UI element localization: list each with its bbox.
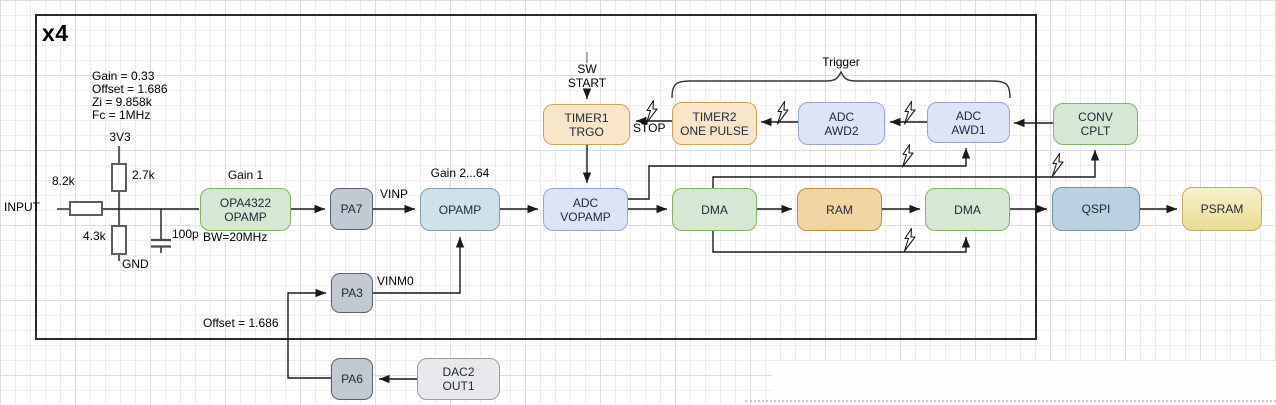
block-label: ADC <box>955 108 982 123</box>
rail-3v3-label: 3V3 <box>109 130 131 144</box>
block-label: QSPI <box>1081 202 1111 216</box>
block-adc-awd2[interactable]: ADC AWD2 <box>798 102 885 145</box>
lightning-icon <box>903 228 916 252</box>
block-timer1-trgo[interactable]: TIMER1 TRGO <box>543 104 630 145</box>
gain2-label: Gain 2...64 <box>430 166 490 180</box>
spec-fc: Fc = 1MHz <box>92 108 151 122</box>
spec-offset: Offset = 1.686 <box>92 82 168 96</box>
block-label: AWD2 <box>824 123 859 138</box>
module-multiplier-label: x4 <box>42 20 69 46</box>
block-pa6[interactable]: PA6 <box>331 358 373 400</box>
resistor-symbols <box>69 163 127 255</box>
start-label: START <box>567 76 607 90</box>
input-label: INPUT <box>4 200 40 214</box>
sw-start-label: SW START <box>557 62 617 90</box>
block-opamp[interactable]: OPAMP <box>420 188 500 231</box>
block-label: VOPAMP <box>560 209 611 224</box>
block-label: PSRAM <box>1200 202 1244 216</box>
vinp-label: VINP <box>380 187 409 201</box>
block-ram[interactable]: RAM <box>797 188 882 231</box>
dac-offset-label: Offset = 1.686 <box>203 316 279 330</box>
block-label: TIMER2 <box>692 109 737 124</box>
block-psram[interactable]: PSRAM <box>1182 187 1262 231</box>
block-label: CONV <box>1078 110 1113 124</box>
sw-label: SW <box>577 62 597 76</box>
block-label: TIMER1 <box>564 110 609 125</box>
block-label: PA3 <box>341 286 363 300</box>
trigger-brace <box>671 70 1011 99</box>
lightning-icon <box>901 144 914 168</box>
block-timer2-one-pulse[interactable]: TIMER2 ONE PULSE <box>672 102 757 145</box>
block-pa7[interactable]: PA7 <box>330 188 373 230</box>
block-label: ADC <box>828 109 855 124</box>
block-label: OPAMP <box>438 202 482 217</box>
lightning-icon <box>776 101 789 125</box>
block-label: OUT1 <box>442 379 475 393</box>
spec-gain: Gain = 0.33 <box>92 69 155 83</box>
off-page-area <box>772 361 1276 405</box>
block-label: TRGO <box>569 124 604 139</box>
block-label: DAC2 <box>442 365 475 379</box>
ground-label: GND <box>122 257 149 271</box>
r-pullup-value: 2.7k <box>132 168 155 182</box>
trigger-label: Trigger <box>822 55 860 69</box>
block-opa4322-opamp[interactable]: OPA4322 OPAMP <box>200 188 291 231</box>
lightning-icon <box>1051 153 1064 177</box>
page-break-line <box>745 400 1276 402</box>
block-label: ONE PULSE <box>680 123 749 138</box>
gain1-label: Gain 1 <box>227 168 264 182</box>
block-label: DMA <box>701 202 728 217</box>
spec-zi: Zi = 9.858k <box>92 95 152 109</box>
block-label: DMA <box>954 202 981 217</box>
block-label: PA7 <box>340 202 363 216</box>
block-label: ADC <box>572 195 599 210</box>
block-label: AWD1 <box>951 122 986 137</box>
block-label: OPA4322 <box>219 195 272 210</box>
block-dma-1[interactable]: DMA <box>672 188 757 231</box>
resistor-4k3-icon[interactable] <box>111 225 127 255</box>
block-label: PA6 <box>341 372 363 386</box>
block-adc-vopamp[interactable]: ADC VOPAMP <box>543 188 628 231</box>
r-pulldown-value: 4.3k <box>83 229 106 243</box>
r-series-value: 8.2k <box>52 174 75 188</box>
resistor-2k7-icon[interactable] <box>111 163 127 192</box>
lightning-icon <box>903 101 916 125</box>
block-label: OPAMP <box>224 209 267 224</box>
vinm0-label: VINM0 <box>377 274 414 288</box>
block-pa3[interactable]: PA3 <box>331 273 373 313</box>
block-label: CPLT <box>1080 124 1111 138</box>
opamp-specs: Gain = 0.33 Offset = 1.686 Zi = 9.858k F… <box>92 70 168 122</box>
resistor-8k2-icon[interactable] <box>69 201 103 216</box>
block-label: RAM <box>826 202 853 217</box>
signal-wires <box>57 88 1177 384</box>
block-conv-cplt[interactable]: CONV CPLT <box>1053 103 1138 145</box>
bandwidth-label: BW=20MHz <box>203 230 268 244</box>
capacitor-icon[interactable] <box>151 238 171 248</box>
block-dac2-out1[interactable]: DAC2 OUT1 <box>417 358 500 400</box>
block-qspi[interactable]: QSPI <box>1052 187 1140 231</box>
block-adc-awd1[interactable]: ADC AWD1 <box>927 102 1010 143</box>
stop-label: STOP <box>633 121 666 135</box>
lightning-icon <box>645 100 658 124</box>
cap-value: 100p <box>172 227 199 241</box>
block-dma-2[interactable]: DMA <box>925 188 1010 231</box>
